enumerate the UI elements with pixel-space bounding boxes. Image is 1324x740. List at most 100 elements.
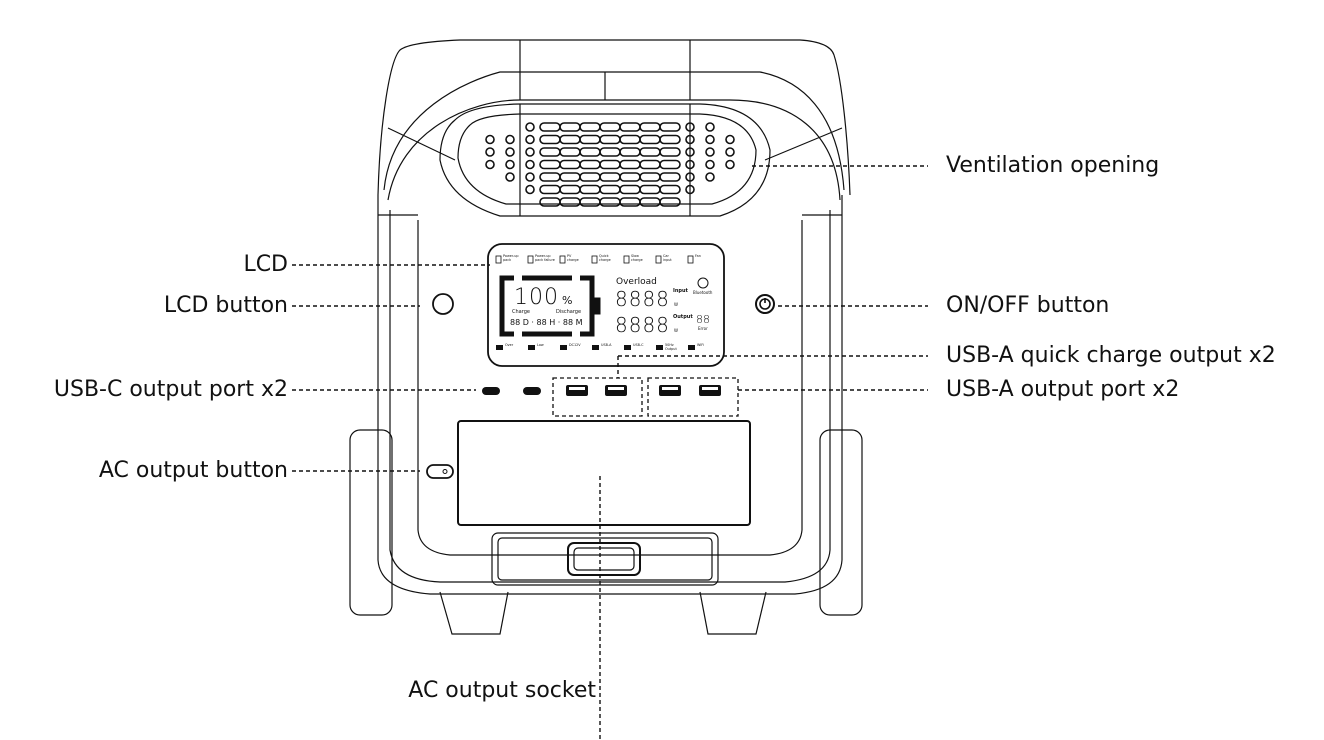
vent-hole: [579, 159, 601, 170]
usb-a-port[interactable]: [699, 385, 721, 396]
vent-hole: [705, 159, 715, 170]
right-wheel: [819, 429, 863, 616]
vent-hole: [539, 122, 561, 132]
lcd-panel: [487, 243, 725, 367]
vent-hole: [579, 172, 601, 182]
bluetooth-icon: [697, 277, 709, 289]
usb-c-port[interactable]: [523, 387, 541, 395]
vent-hole: [705, 134, 715, 145]
discharge-label: Discharge: [556, 309, 581, 315]
vent-hole: [579, 184, 601, 195]
vent-hole: [579, 134, 601, 145]
vent-hole: [659, 172, 681, 182]
vent-hole: [525, 159, 535, 170]
vent-hole: [559, 197, 581, 207]
input-unit: W: [674, 302, 678, 307]
callout-lcd-button: LCD button: [163, 293, 288, 318]
vent-hole: [659, 134, 681, 145]
vent-hole: [539, 134, 561, 145]
lcd-bottom-icon-label: Low: [537, 343, 544, 347]
input-label: Input: [673, 288, 689, 294]
battery-percent: 100: [514, 285, 559, 310]
vent-hole: [539, 184, 561, 195]
battery-graphic: [499, 275, 601, 337]
fan-icon: [687, 255, 694, 264]
vent-hole: [619, 159, 641, 170]
vent-hole: [685, 172, 695, 182]
vent-hole: [639, 147, 661, 157]
usb-a-port[interactable]: [566, 385, 588, 396]
vent-hole: [685, 159, 695, 170]
vent-hole: [599, 184, 621, 195]
vent-hole: [485, 147, 495, 157]
lcd-top-icon-label: Fan: [695, 254, 701, 258]
callout-lcd: LCD: [243, 252, 288, 277]
lcd-bottom-icon-label: Over: [505, 343, 514, 347]
vent-hole: [619, 122, 641, 132]
vent-hole: [505, 172, 515, 182]
wifi-icon: [688, 345, 695, 350]
vent-hole: [525, 122, 535, 132]
time-readout: 88 D · 88 H · 88 M: [510, 318, 583, 327]
vent-hole: [619, 134, 641, 145]
vent-hole: [619, 184, 641, 195]
ventilation-opening: [439, 103, 771, 217]
vent-hole: [579, 147, 601, 157]
car-input-icon: [655, 255, 662, 264]
vent-hole: [559, 134, 581, 145]
vent-hole: [559, 122, 581, 132]
vent-hole: [619, 197, 641, 207]
charge-label: Charge: [512, 309, 530, 315]
output-unit: W: [674, 328, 678, 333]
ac-output-socket[interactable]: [457, 420, 751, 526]
vent-hole: [725, 147, 735, 157]
vent-hole: [705, 147, 715, 157]
vent-hole: [725, 159, 735, 170]
vent-hole: [579, 197, 601, 207]
usb-c-port[interactable]: [482, 387, 500, 395]
vent-hole: [559, 172, 581, 182]
top-handle: [377, 39, 851, 196]
power-up-pack-icon: [495, 255, 502, 264]
left-wheel: [349, 429, 393, 616]
vent-hole: [685, 122, 695, 132]
vent-hole: [685, 147, 695, 157]
vent-hole: [525, 172, 535, 182]
percent-sign: %: [562, 294, 572, 307]
temp-low-icon: [528, 345, 535, 350]
usb-c-icon: [624, 345, 631, 350]
vent-hole: [539, 172, 561, 182]
ac-output-button[interactable]: [426, 464, 454, 479]
lcd-bottom-icon-label: WiFi: [697, 343, 704, 347]
lcd-button[interactable]: [432, 293, 454, 315]
overload-label: Overload: [616, 277, 657, 287]
vent-hole: [579, 122, 601, 132]
vent-hole: [619, 147, 641, 157]
on-off-button[interactable]: [755, 294, 775, 314]
usb-a-port[interactable]: [659, 385, 681, 396]
slow-charge-icon: [623, 255, 630, 264]
callout-on-off: ON/OFF button: [946, 293, 1110, 318]
callout-usb-a-qc: USB-A quick charge output x2: [946, 343, 1276, 368]
vent-hole: [705, 122, 715, 132]
vent-hole: [619, 172, 641, 182]
vent-hole: [705, 172, 715, 182]
lcd-bottom-icon-label: USB-A: [601, 343, 612, 347]
vent-hole: [639, 172, 661, 182]
vent-hole: [539, 147, 561, 157]
vent-hole: [485, 134, 495, 145]
vent-hole: [505, 159, 515, 170]
vent-hole: [599, 122, 621, 132]
usb-a-group: [647, 377, 739, 417]
vent-hole: [525, 184, 535, 195]
usb-a-port[interactable]: [605, 385, 627, 396]
vent-hole: [725, 134, 735, 145]
bottom-handle: [491, 532, 719, 586]
vent-hole: [685, 184, 695, 195]
